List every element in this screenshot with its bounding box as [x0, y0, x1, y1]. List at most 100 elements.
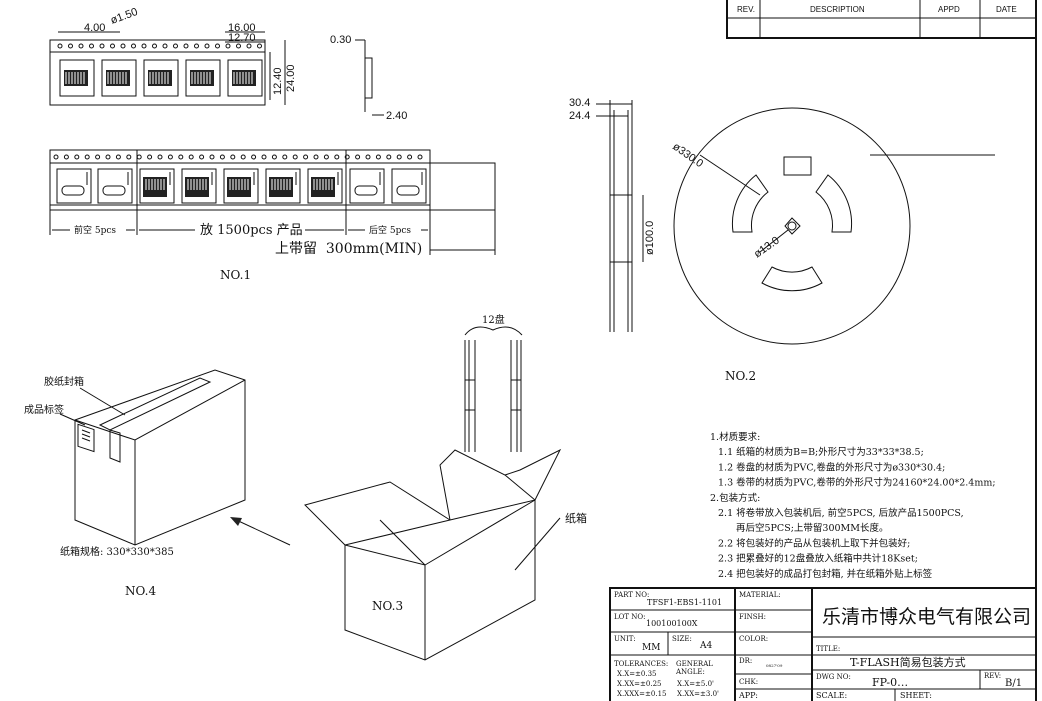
- figure-label-no1: NO.1: [220, 268, 251, 282]
- sprocket-hole: [365, 154, 371, 160]
- dwg-no-label: DWG NO:: [816, 673, 851, 681]
- angle-label-1: GENERAL: [676, 660, 713, 668]
- sprocket-hole: [157, 154, 163, 160]
- lead-empty-label: 前空 5pcs: [74, 224, 116, 236]
- sprocket-hole: [89, 43, 94, 49]
- note-line: 再后空5PCS;上带留300MM长度。: [736, 522, 889, 534]
- figure-label-no3: NO.3: [372, 599, 403, 613]
- part-no-value: TFSF1-EBS1-1101: [647, 598, 722, 607]
- sprocket-hole: [63, 154, 69, 160]
- tolerance-2: X.XX=±0.25: [617, 680, 662, 688]
- sprocket-hole: [53, 154, 59, 160]
- sprocket-hole: [78, 43, 84, 49]
- sprocket-hole: [136, 154, 142, 160]
- height-dim-b: 24.00: [285, 64, 297, 92]
- size-label: SIZE:: [672, 635, 692, 643]
- dr-value: 0827'09: [766, 663, 783, 668]
- tape-pocket-filled: [59, 59, 95, 97]
- rev-value: B/1: [1005, 678, 1022, 689]
- unit-label: UNIT:: [614, 635, 636, 643]
- sprocket-hole: [188, 154, 194, 160]
- note-line: 1.1 纸箱的材质为B=B;外形尺寸为33*33*38.5;: [718, 446, 924, 458]
- depth-dim: 2.40: [386, 110, 407, 122]
- dr-label: DR:: [739, 657, 752, 665]
- unit-value: MM: [642, 643, 660, 653]
- products-label: 放 1500pcs 产品: [200, 223, 303, 238]
- sprocket-hole: [240, 154, 246, 160]
- note-line: 1.2 卷盘的材质为PVC,卷盘的外形尺寸为ø330*30.4;: [718, 461, 945, 473]
- sprocket-hole: [303, 154, 309, 160]
- note-line: 1.3 卷带的材质为PVC,卷带的外形尺寸为24160*24.00*2.4mm;: [718, 477, 996, 489]
- sprocket-hole: [236, 43, 241, 49]
- angle-tolerance-2: X.XX=±3.0': [677, 690, 719, 698]
- sprocket-hole: [215, 43, 220, 49]
- sprocket-hole: [209, 154, 215, 160]
- sprocket-hole: [396, 154, 402, 160]
- tape-pocket-filled: [227, 59, 263, 97]
- note-line: 2.2 将包装好的产品从包装机上取下并包装好;: [718, 537, 910, 549]
- sprocket-hole: [194, 43, 199, 49]
- tape-pocket-filled: [307, 168, 343, 204]
- title-label: TITLE:: [816, 645, 840, 653]
- appd-header: APPD: [938, 5, 960, 14]
- closed-carton: 胶纸封箱 成品标签 纸箱规格: 330*330*385 NO.4: [24, 369, 291, 598]
- sheet-label: SHEET:: [900, 691, 932, 700]
- sprocket-hole: [257, 43, 262, 49]
- sprocket-hole: [375, 154, 381, 160]
- part-no-label: PART NO:: [614, 591, 649, 599]
- tape-pocket-empty: [391, 168, 427, 204]
- sprocket-hole: [183, 43, 189, 49]
- note-line: 2.1 将卷带放入包装机后, 前空5PCS, 后放产品1500PCS,: [718, 507, 964, 519]
- hole-dia-dim: ø1.50: [109, 6, 140, 27]
- company-name: 乐清市博众电气有限公司: [822, 606, 1031, 628]
- reel-inner-width-dim: 24.4: [569, 110, 590, 122]
- title-block: PART NO: TFSF1-EBS1-1101 LOT NO: 1001001…: [609, 587, 1037, 701]
- reel-outer-width-dim: 30.4: [569, 97, 590, 109]
- leader-length-label: 上带留 300mm(MIN): [275, 241, 422, 257]
- tape-pocket-filled: [185, 59, 221, 97]
- drawing-title: T-FLASH简易包装方式: [850, 655, 966, 669]
- tape-pocket-empty: [56, 168, 92, 204]
- sprocket-hole: [407, 154, 413, 160]
- angle-tolerance-1: X.X=±5.0': [677, 680, 714, 688]
- sprocket-hole: [230, 154, 236, 160]
- carton-spec-label: 纸箱规格: 330*330*385: [60, 545, 174, 558]
- color-label: COLOR:: [739, 635, 768, 643]
- rev-header: REV.: [737, 5, 755, 14]
- sprocket-hole: [261, 154, 267, 160]
- tape-pocket-empty: [97, 168, 133, 204]
- date-header: DATE: [996, 5, 1017, 14]
- sprocket-hole: [386, 154, 392, 160]
- product-label-callout: 成品标签: [24, 403, 64, 416]
- tape-seal-label: 胶纸封箱: [44, 375, 84, 388]
- tape-pocket-filled: [265, 168, 301, 204]
- note-line: 2.包装方式:: [710, 492, 760, 504]
- scale-label: SCALE:: [816, 691, 847, 700]
- sprocket-hole: [99, 43, 105, 49]
- sprocket-hole: [152, 43, 157, 49]
- sprocket-hole: [173, 43, 178, 49]
- hub-dia-dim: ø100.0: [644, 221, 656, 255]
- sprocket-hole: [95, 154, 101, 160]
- chk-label: CHK:: [739, 678, 758, 686]
- trail-empty-label: 后空 5pcs: [369, 224, 411, 236]
- sprocket-hole: [271, 154, 277, 160]
- note-line: 2.3 把累叠好的12盘叠放入纸箱中共计18Kset;: [718, 553, 918, 565]
- finish-label: FINSH:: [739, 613, 766, 621]
- carton-label: 纸箱: [565, 511, 587, 525]
- sprocket-hole: [68, 43, 73, 49]
- sprocket-hole: [204, 43, 210, 49]
- tape-pocket-filled: [139, 168, 175, 204]
- sprocket-hole: [147, 154, 153, 160]
- sprocket-hole: [162, 43, 168, 49]
- reel-side-view: 30.4 24.4 ø100.0: [569, 97, 656, 332]
- tape-pocket-empty: [349, 168, 385, 204]
- width-dim-a: 16.00: [228, 22, 256, 34]
- sprocket-hole: [292, 154, 298, 160]
- pitch-dim: 4.00: [84, 22, 105, 34]
- sprocket-hole: [355, 154, 361, 160]
- sprocket-hole: [131, 43, 136, 49]
- tolerance-3: X.XXX=±0.15: [617, 690, 666, 698]
